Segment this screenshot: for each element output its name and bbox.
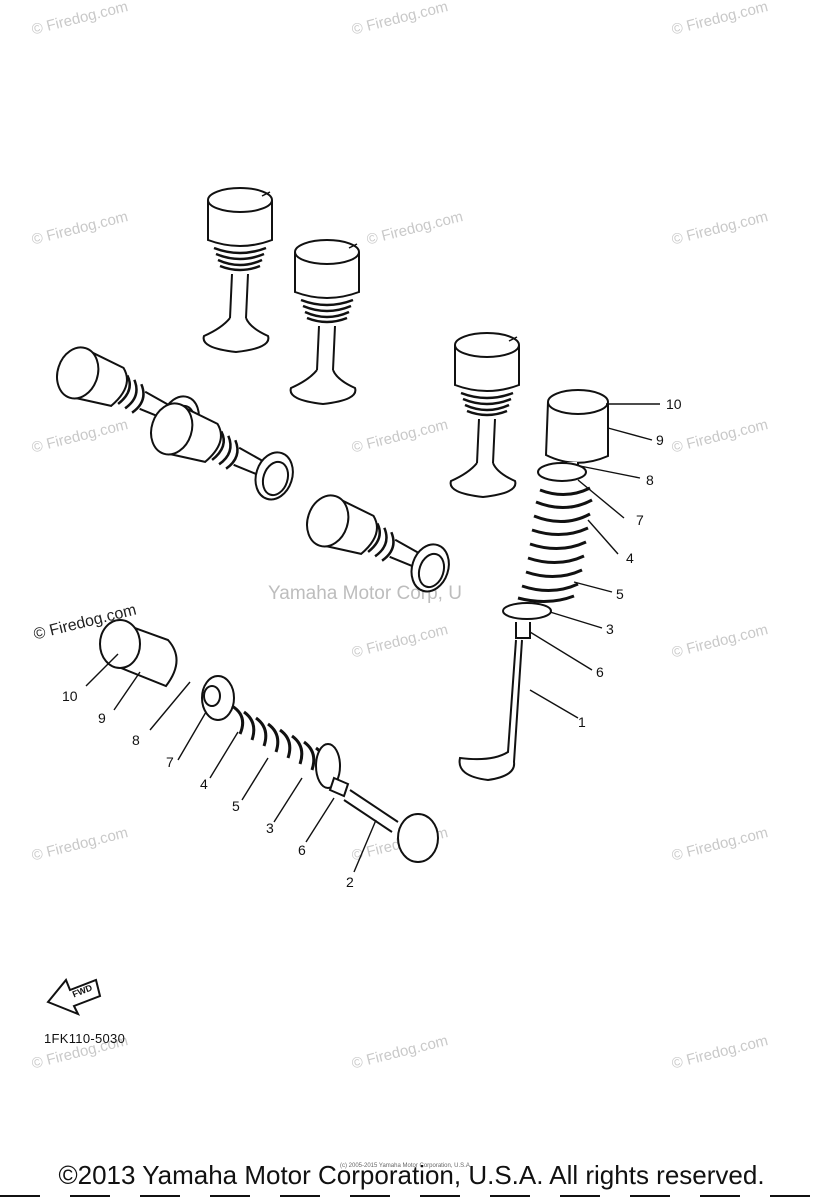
- callout-4-left: 4: [200, 776, 208, 792]
- tiny-copyright: (c) 2005-2015 Yamaha Motor Corporation, …: [340, 1163, 472, 1169]
- callout-6-right: 6: [596, 664, 604, 680]
- callout-6-left: 6: [298, 842, 306, 858]
- callout-7-left: 7: [166, 754, 174, 770]
- callout-10-left: 10: [62, 688, 78, 704]
- callout-10-right: 10: [666, 396, 682, 412]
- callout-1-right: 1: [578, 714, 586, 730]
- callout-4-right: 4: [626, 550, 634, 566]
- callout-8-right: 8: [646, 472, 654, 488]
- callout-5-right: 5: [616, 586, 624, 602]
- callout-9-left: 9: [98, 710, 106, 726]
- callout-7-right: 7: [636, 512, 644, 528]
- watermark-center: Yamaha Motor Corp, U: [268, 583, 462, 604]
- callout-3-left: 3: [266, 820, 274, 836]
- callout-2-left: 2: [346, 874, 354, 890]
- callout-5-left: 5: [232, 798, 240, 814]
- callout-9-right: 9: [656, 432, 664, 448]
- callout-8-left: 8: [132, 732, 140, 748]
- part-code: 1FK110-5030: [44, 1031, 126, 1046]
- copyright-footer: ©2013 Yamaha Motor Corporation, U.S.A. A…: [58, 1160, 765, 1190]
- callout-3-right: 3: [606, 621, 614, 637]
